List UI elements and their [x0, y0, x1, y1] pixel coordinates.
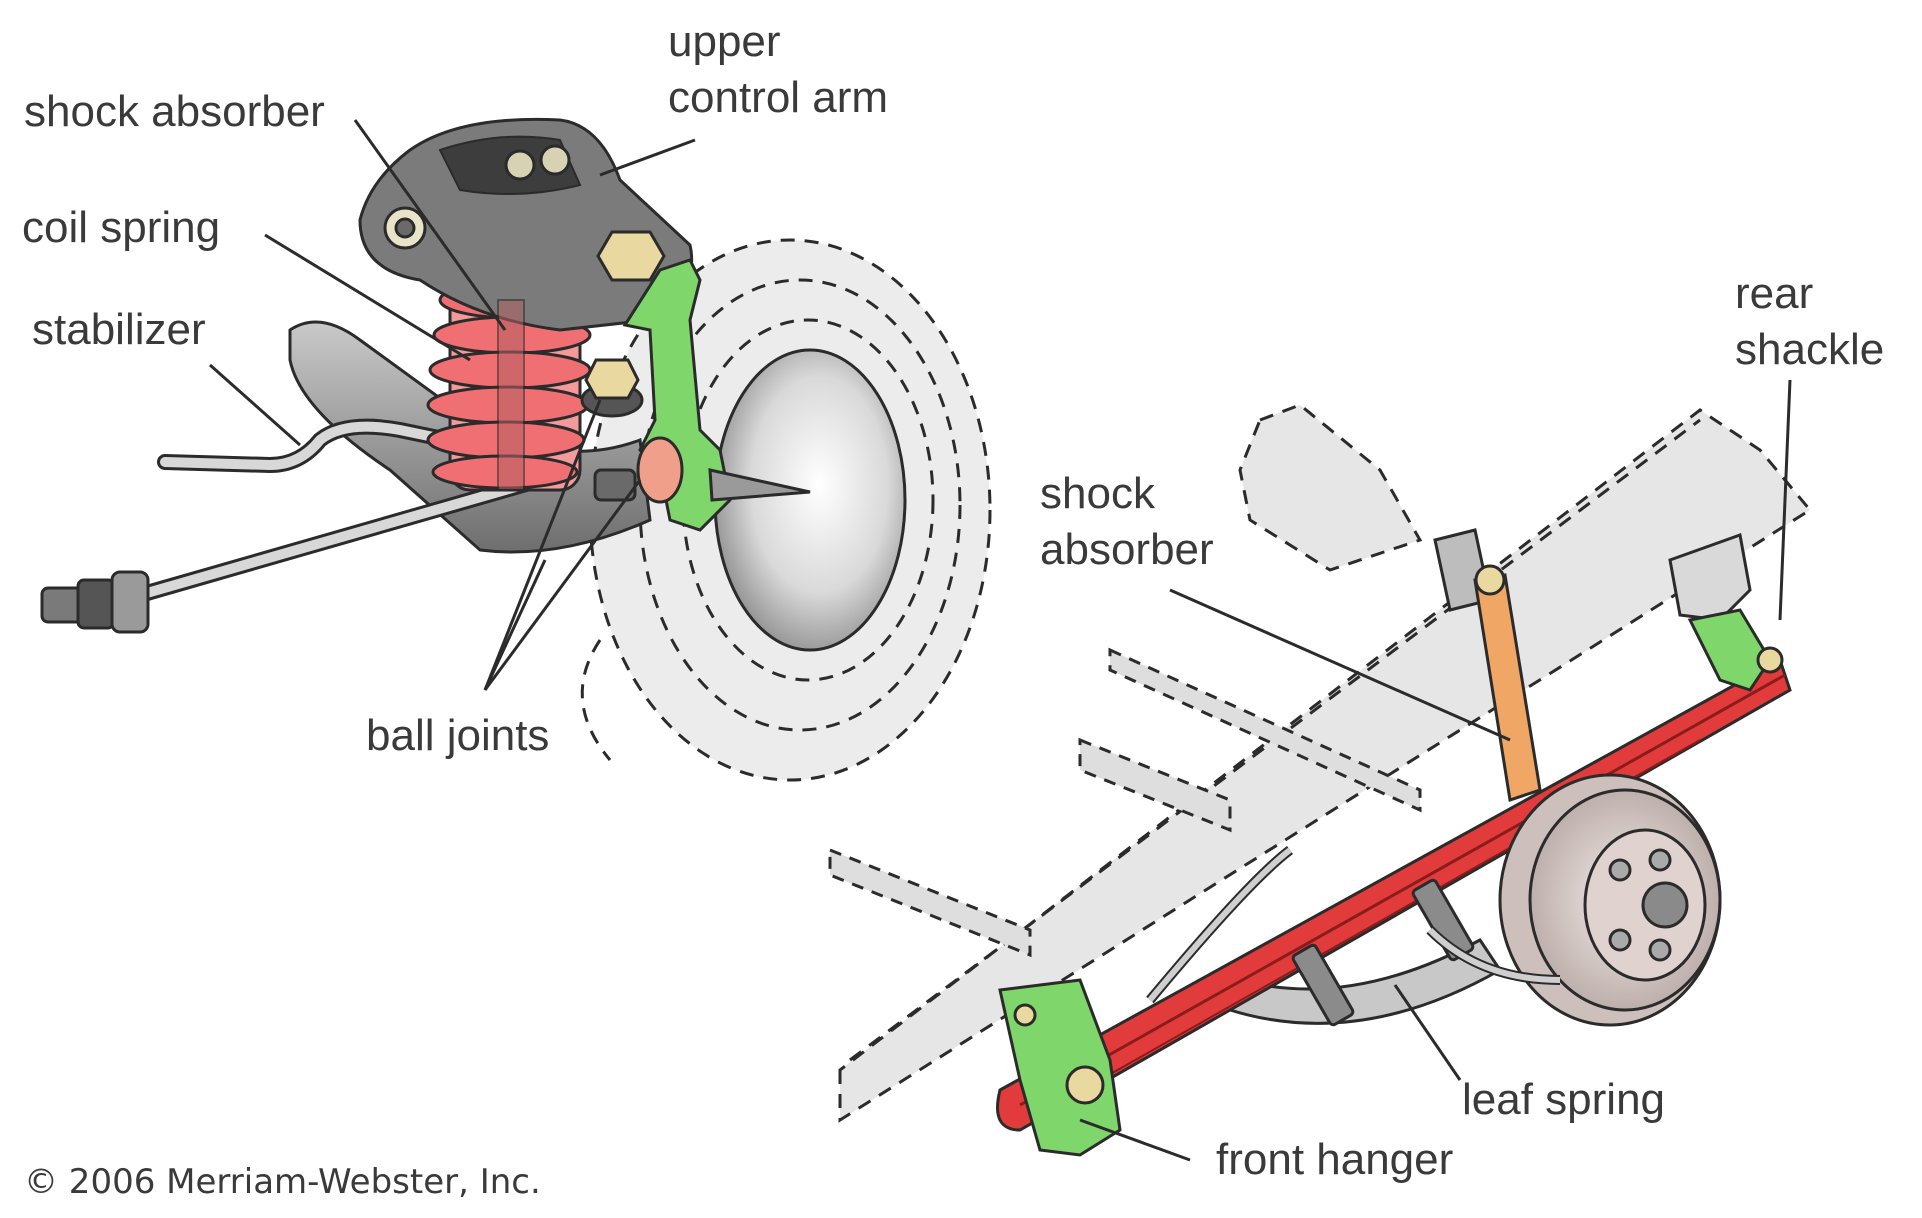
label-shock-absorber-rear: shock absorber: [1040, 469, 1214, 574]
label-shock-absorber-front: shock absorber: [24, 87, 325, 136]
label-coil-spring: coil spring: [22, 203, 221, 252]
rear-shackle-part: [1668, 532, 1784, 692]
label-ball-joints: ball joints: [366, 711, 550, 760]
steering-knuckle: [622, 258, 732, 532]
leader-lines: [209, 119, 1792, 1162]
copyright-notice: © 2006 Merriam-Webster, Inc.: [24, 1162, 541, 1202]
front-shock-absorber: [497, 299, 525, 491]
front-suspension: [40, 117, 992, 782]
label-upper-control-arm: upper control arm: [668, 17, 889, 122]
label-leaf-spring: leaf spring: [1462, 1075, 1666, 1124]
label-front-hanger: front hanger: [1216, 1135, 1454, 1184]
rear-shock-absorber: [1433, 528, 1542, 802]
stabilizer-end-link: [40, 570, 150, 634]
upper-arm-bolts: [383, 144, 666, 282]
label-stabilizer: stabilizer: [32, 305, 206, 354]
ball-joints: [580, 358, 684, 504]
front-hanger-part: [998, 978, 1122, 1157]
brake-drum: [1498, 773, 1722, 1027]
wheel-hub: [713, 348, 907, 652]
spindle: [708, 468, 811, 502]
label-rear-shackle: rear shackle: [1735, 269, 1885, 374]
cross-member: [1238, 403, 1423, 572]
